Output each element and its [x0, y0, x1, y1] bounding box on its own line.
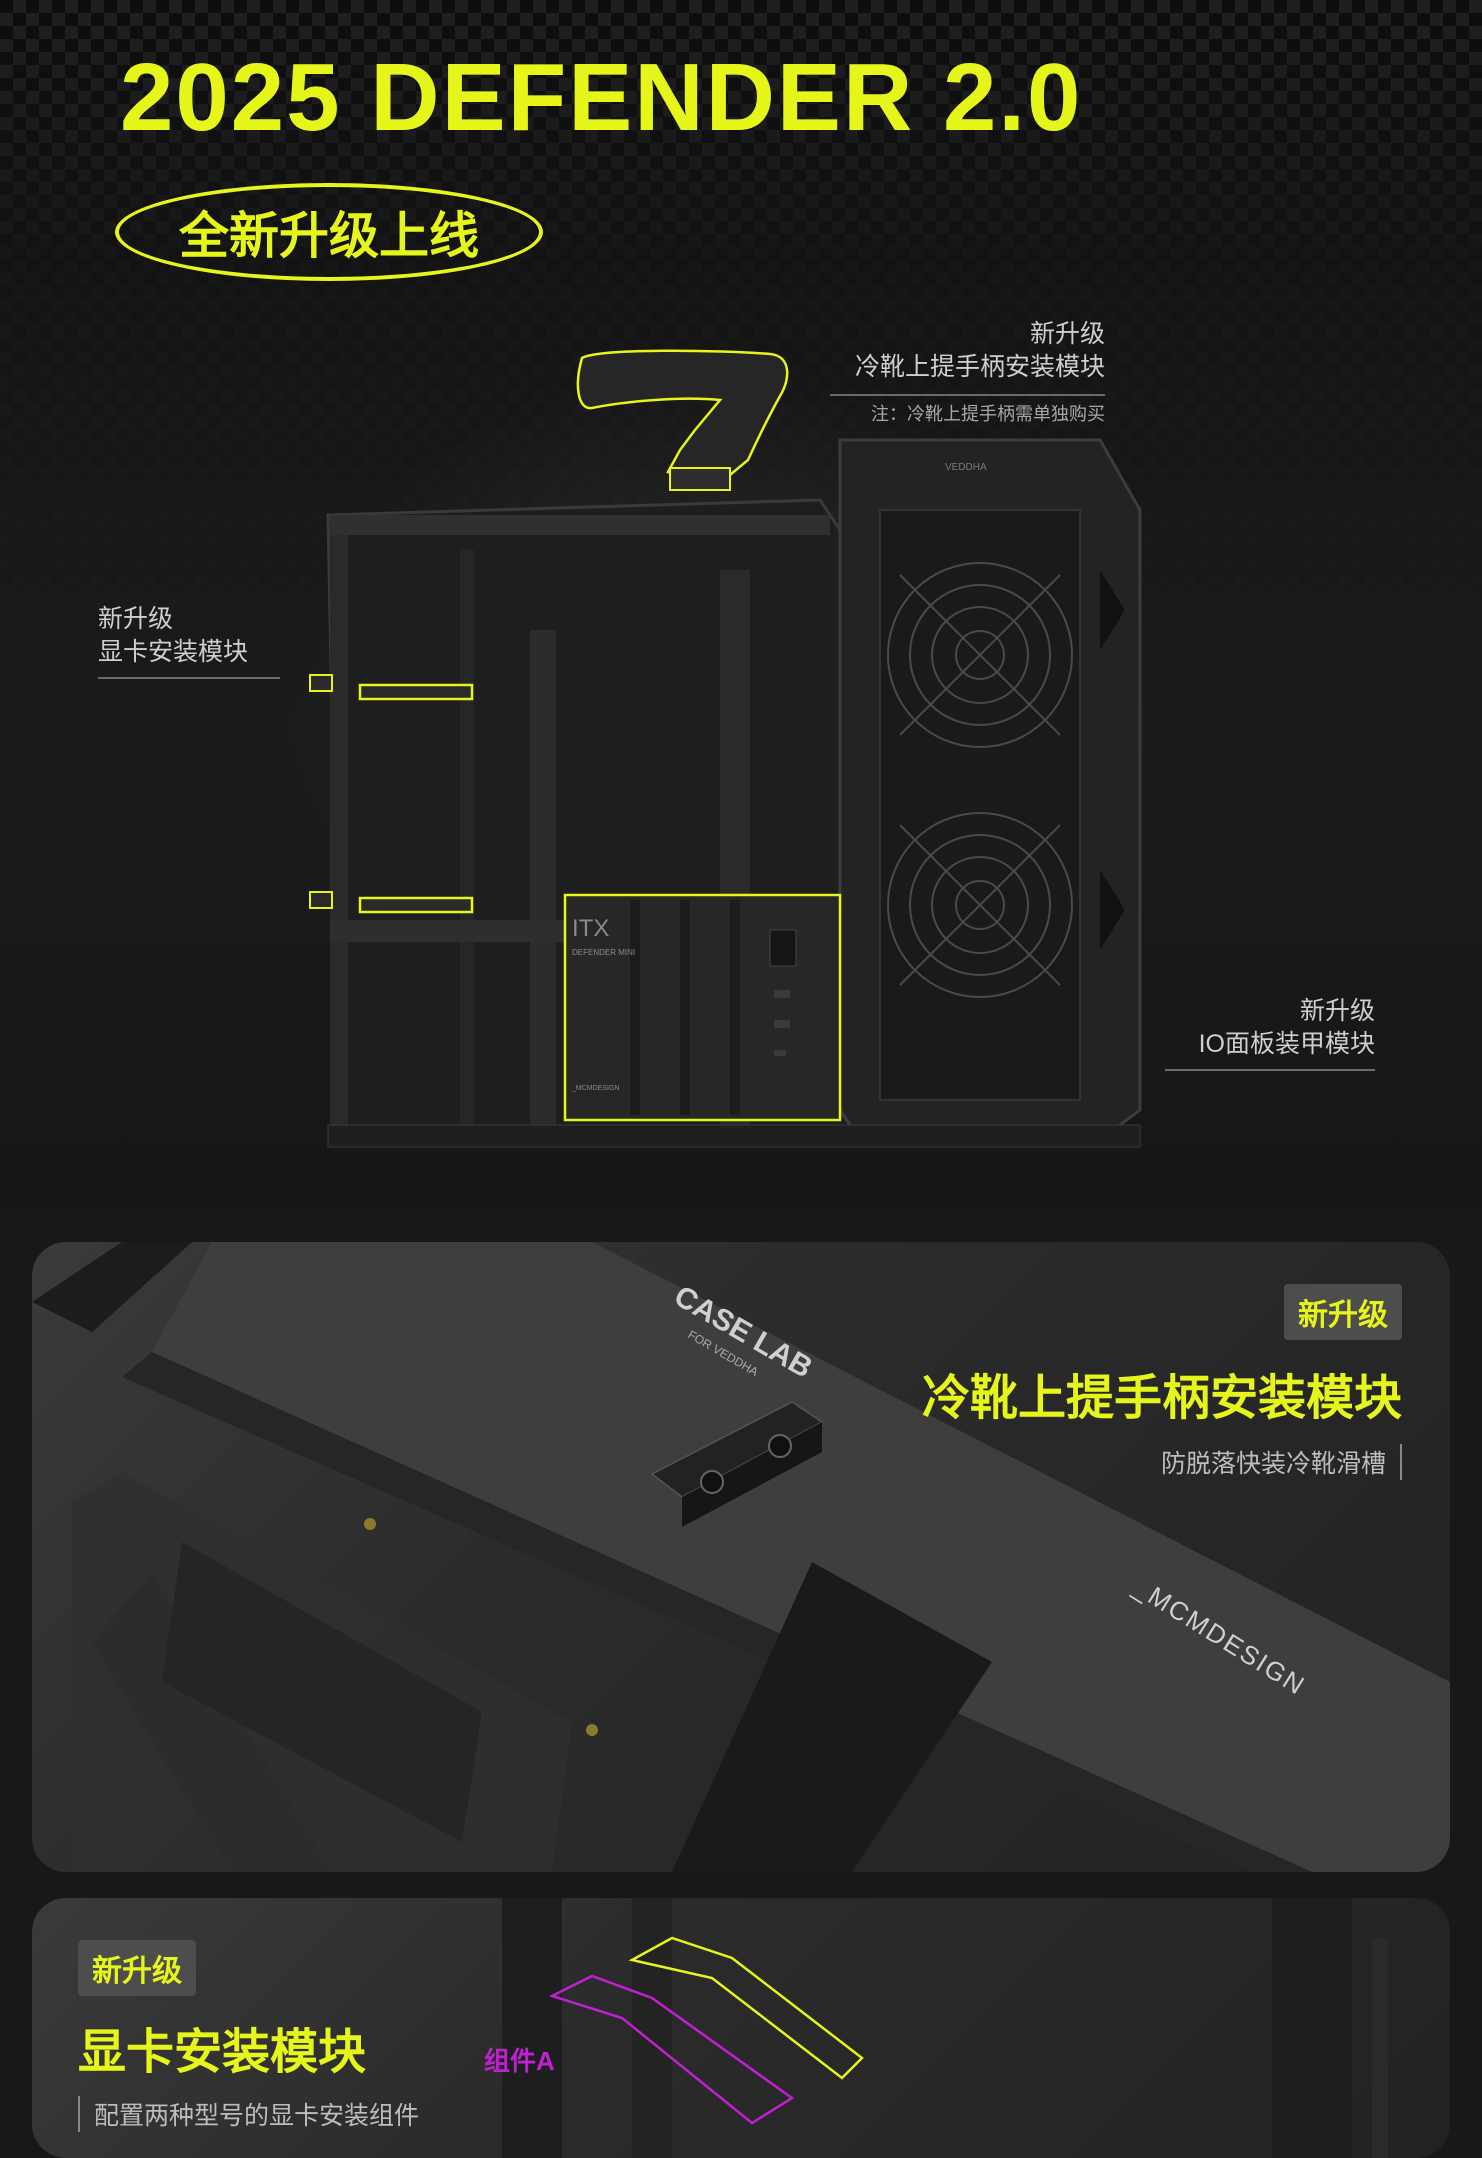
case-base: [327, 1124, 1141, 1148]
feature2-desc-text: 配置两种型号的显卡安装组件: [94, 2102, 420, 2130]
callout-io: 新升级 IO面板装甲模块: [1165, 995, 1375, 1071]
callout-handle-note: 注：冷靴上提手柄需单独购买: [871, 404, 1105, 424]
callout-io-label: IO面板装甲模块: [1198, 1030, 1375, 1058]
component-a-label: 组件A: [484, 2046, 555, 2076]
feature-panel-gpu: 新升级 显卡安装模块 配置两种型号的显卡安装组件 组件A: [32, 1898, 1450, 2158]
top-plate: [152, 1242, 1450, 1872]
callout-io-line: [1165, 1069, 1375, 1071]
io-itx-label: ITX: [572, 915, 609, 942]
callout-gpu: 新升级 显卡安装模块: [98, 603, 280, 679]
feature1-desc-text: 防脱落快装冷靴滑槽: [1160, 1450, 1386, 1478]
launch-badge: 全新升级上线: [115, 183, 543, 281]
io-model-label: DEFENDER MINI: [572, 948, 635, 957]
fan-top: [887, 562, 1073, 748]
gpu-bracket-a: [548, 1936, 864, 2125]
feature1-text: 新升级 冷靴上提手柄安装模块 防脱落快装冷靴滑槽: [922, 1284, 1402, 1480]
cold-shoe-rail: [650, 1401, 824, 1527]
feature2-desc: 配置两种型号的显卡安装组件: [78, 2096, 419, 2132]
callout-handle-tag: 新升级: [1029, 320, 1105, 348]
feature2-tag: 新升级: [78, 1940, 196, 1996]
top-brand-label: VEDDHA: [945, 462, 987, 473]
gpu-bracket-top: [358, 683, 474, 701]
callout-handle-line: [830, 394, 1105, 396]
handle-mount: [669, 467, 731, 491]
callout-gpu-tag: 新升级: [98, 605, 174, 633]
hero-section: 2025 DEFENDER 2.0 全新升级上线 新升级 冷靴上提手柄安装模块 …: [0, 0, 1482, 1210]
callout-gpu-label: 显卡安装模块: [98, 638, 249, 666]
gpu-module-illustration: [502, 1898, 1388, 2158]
feature1-desc: 防脱落快装冷靴滑槽: [922, 1444, 1402, 1480]
top-handle: [576, 349, 789, 482]
io-brand-label: _MCMDESIGN: [571, 1085, 619, 1092]
feature2-title: 显卡安装模块: [78, 2026, 367, 2079]
feature1-title: 冷靴上提手柄安装模块: [921, 1372, 1402, 1425]
callout-handle: 新升级 冷靴上提手柄安装模块 注：冷靴上提手柄需单独购买: [830, 318, 1105, 431]
page-title: 2025 DEFENDER 2.0: [120, 44, 1083, 151]
callout-gpu-line: [98, 677, 280, 679]
feature-panel-handle: CASE LAB FOR VEDDHA _MCMDESIGN 新升级 冷靴上提手…: [32, 1242, 1450, 1872]
callout-handle-label: 冷靴上提手柄安装模块: [854, 353, 1105, 381]
gpu-bracket-bottom: [358, 896, 474, 914]
handle-rail-illustration: CASE LAB FOR VEDDHA _MCMDESIGN: [32, 1242, 1450, 1872]
feature2-text: 新升级 显卡安装模块 配置两种型号的显卡安装组件: [78, 1940, 419, 2132]
feature1-tag: 新升级: [1284, 1284, 1402, 1340]
fan-bottom: [887, 812, 1073, 998]
callout-io-tag: 新升级: [1299, 997, 1375, 1025]
case-illustration: ITX DEFENDER MINI _MCMDESIGN VEDDHA: [309, 349, 1142, 1148]
